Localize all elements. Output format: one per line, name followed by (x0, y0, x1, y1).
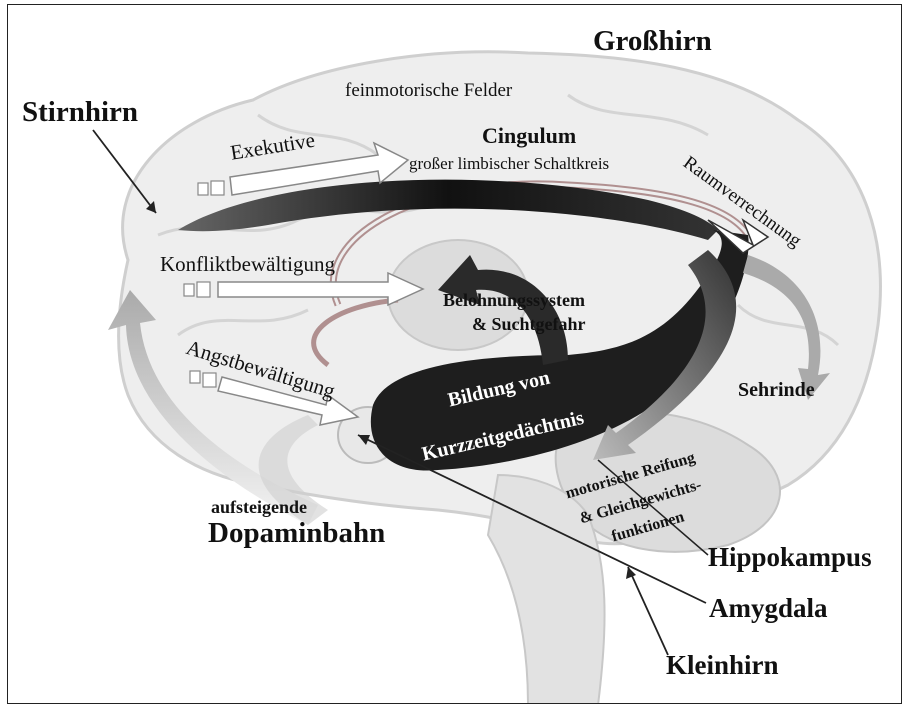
frontal-dark-arc (178, 179, 718, 240)
kleinhirn-pointer (627, 566, 669, 656)
amygdala-label: Amygdala (709, 593, 828, 623)
exekutive-arrow (197, 141, 410, 196)
memory-formation-shape (370, 230, 749, 471)
belohnungssystem-label: Belohnungssystem (443, 290, 586, 310)
kleinhirn-label: Kleinhirn (666, 650, 779, 680)
suchtgefahr-label: & Suchtgefahr (472, 314, 586, 334)
brain-illustration (92, 50, 882, 703)
stirnhirn-pointer (92, 129, 157, 214)
konfliktbewaeltigung-label: Konfliktbewältigung (160, 252, 335, 276)
feinmotorische-felder-label: feinmotorische Felder (345, 80, 513, 101)
angst-arrow (189, 370, 360, 426)
sehrinde-label: Sehrinde (738, 379, 815, 401)
amygdala-pointer (357, 434, 707, 604)
grosshirn-label: Großhirn (593, 25, 712, 57)
hippokampus-pointer (597, 459, 709, 556)
dopaminbahn-label: Dopaminbahn (208, 517, 386, 549)
cingulum-label: Cingulum (482, 123, 577, 148)
brainstem-shape (486, 473, 606, 703)
stirnhirn-label: Stirnhirn (22, 96, 139, 128)
limbischer-schaltkreis-label: großer limbischer Schaltkreis (409, 154, 610, 173)
hippokampus-label: Hippokampus (708, 542, 872, 572)
aufsteigende-label: aufsteigende (211, 497, 307, 517)
diagram-frame: Großhirn Stirnhirn feinmotorische Felder… (7, 4, 902, 704)
konflikt-arrow (183, 271, 425, 307)
